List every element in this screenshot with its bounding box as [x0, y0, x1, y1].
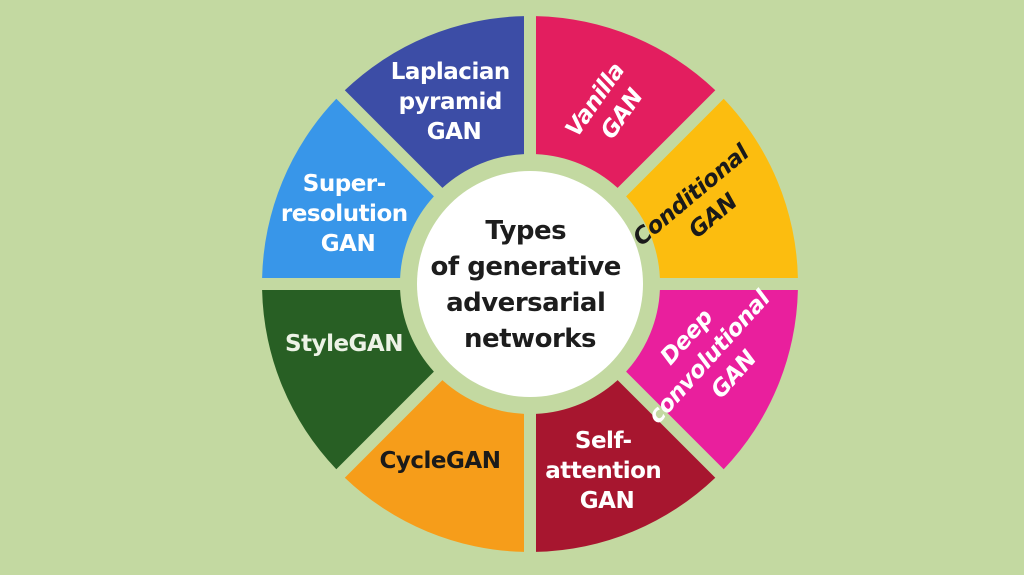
label-cyclegan-text: CycleGAN [380, 448, 501, 474]
label-super-resolution-gan: Super- resolution GAN [281, 171, 415, 257]
label-laplacian-pyramid-gan: Laplacian pyramid GAN [391, 59, 517, 145]
label-line: CycleGAN [380, 448, 501, 474]
label-stylegan-text: StyleGAN [285, 331, 403, 357]
title-line-2: of generative [431, 252, 621, 282]
label-line: resolution [281, 201, 408, 227]
label-laplacian-pyramid-gan-text: Laplacian pyramid GAN [391, 59, 517, 145]
segment-conditional-gan [626, 98, 798, 278]
segment-stylegan [262, 290, 434, 470]
label-self-attention-gan: Self- attention GAN [545, 428, 669, 514]
segment-cyclegan [344, 380, 524, 552]
title-line-4: networks [464, 324, 596, 354]
label-stylegan: StyleGAN [285, 331, 403, 357]
segment-vanilla-gan [536, 16, 716, 188]
segment-super-resolution-gan [262, 98, 434, 278]
segment-self-attention-gan [536, 380, 716, 552]
title-line-1: Types [485, 216, 566, 246]
label-line: Super- [303, 171, 386, 197]
label-line: Self- [575, 428, 632, 454]
label-self-attention-gan-text: Self- attention GAN [545, 428, 669, 514]
label-line: StyleGAN [285, 331, 403, 357]
segment-laplacian-pyramid-gan [344, 16, 524, 188]
label-cyclegan: CycleGAN [380, 448, 501, 474]
label-line: attention [545, 458, 661, 484]
center-circle [417, 171, 643, 397]
label-line: GAN [427, 119, 481, 145]
label-line: GAN [580, 488, 634, 514]
title-line-3: adversarial [446, 288, 605, 318]
label-line: pyramid [399, 89, 502, 115]
diagram-title: Types of generative adversarial networks [431, 216, 630, 354]
label-line: Laplacian [391, 59, 510, 85]
label-super-resolution-gan-text: Super- resolution GAN [281, 171, 415, 257]
diagram-title-text: Types of generative adversarial networks [431, 216, 630, 354]
label-line: GAN [321, 231, 375, 257]
segment-deep-convolutional-gan [626, 290, 798, 470]
